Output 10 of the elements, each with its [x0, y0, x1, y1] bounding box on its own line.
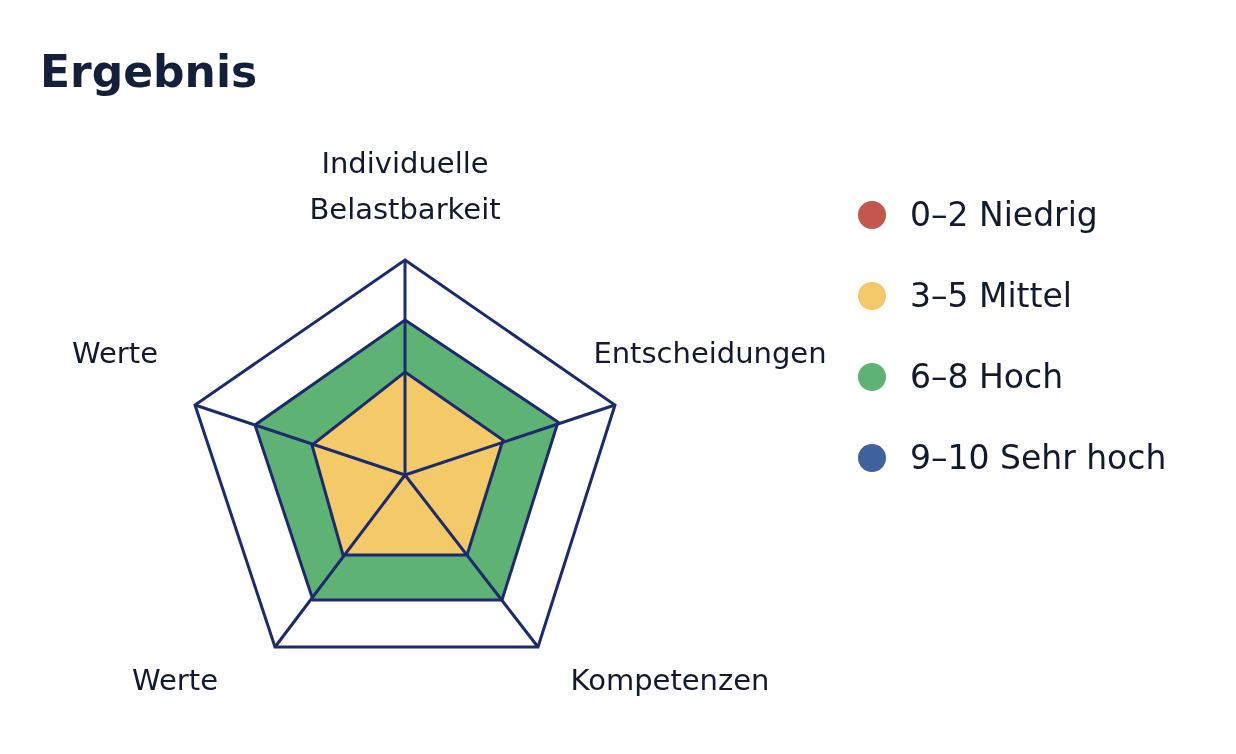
- axis-label: Kompetenzen: [569, 662, 771, 699]
- legend-label: 0–2 Niedrig: [910, 194, 1098, 236]
- axis-label: Werte: [71, 335, 159, 372]
- axis-label: Entscheidungen: [592, 335, 828, 372]
- axis-label: Individuelle Belastbarkeit: [308, 145, 502, 228]
- legend-label: 6–8 Hoch: [910, 356, 1064, 398]
- title: Ergebnis: [40, 46, 258, 97]
- legend-label: 9–10 Sehr hoch: [910, 437, 1167, 479]
- legend-label: 3–5 Mittel: [910, 275, 1072, 317]
- axis-label: Werte: [131, 662, 219, 699]
